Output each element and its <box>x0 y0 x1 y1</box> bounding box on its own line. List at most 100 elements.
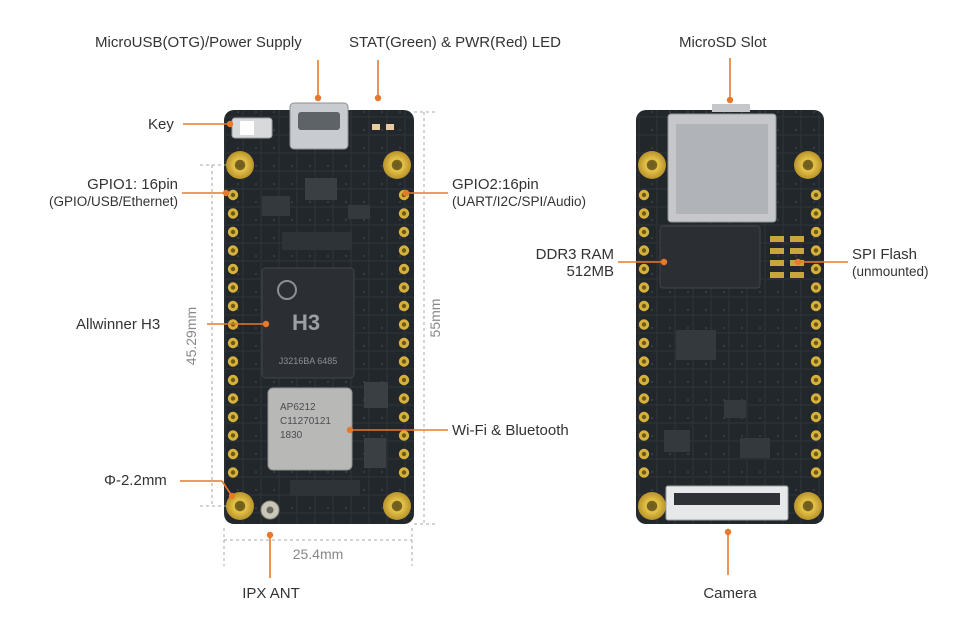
ddr3-chip <box>659 225 761 289</box>
label-camera: Camera <box>703 585 757 602</box>
label-microsd: MicroSD Slot <box>679 34 767 51</box>
header-pin-hole <box>641 303 647 309</box>
header-pin-hole <box>401 211 407 216</box>
header-pin-hole <box>230 470 236 475</box>
header-pin-hole <box>641 266 647 272</box>
spi-pad <box>790 272 804 278</box>
header-pin-hole <box>401 322 407 327</box>
label-gpio1-title: GPIO1: 16pin <box>87 176 178 193</box>
header-pin-hole <box>641 396 647 401</box>
back-hole-br <box>794 492 822 520</box>
header-pin-hole <box>401 303 407 309</box>
header-pin-hole <box>813 266 819 272</box>
dim-height: 55mm <box>427 299 443 338</box>
header-pin-hole <box>641 470 647 475</box>
header-pin-hole <box>813 359 819 364</box>
header-pin-hole <box>813 192 819 198</box>
header-pin-hole <box>641 192 647 198</box>
leader-dots <box>222 94 802 539</box>
label-hole: Φ-2.2mm <box>104 472 167 489</box>
back-hole-tl <box>638 151 666 179</box>
header-pin-hole <box>641 248 647 253</box>
label-spi: SPI Flash (unmounted) <box>852 246 929 280</box>
label-spi-sub: (unmounted) <box>852 264 929 279</box>
header-pin-hole <box>813 414 819 420</box>
label-microusb: MicroUSB(OTG)/Power Supply <box>95 34 302 51</box>
pwr-led <box>386 124 394 130</box>
header-pin-hole <box>230 211 236 216</box>
header-pin-hole <box>813 303 819 309</box>
header-pin-hole <box>813 470 819 475</box>
header-pin-hole <box>813 285 819 290</box>
header-pin-hole <box>641 285 647 290</box>
header-pin-hole <box>401 396 407 401</box>
header-pin-hole <box>401 248 407 253</box>
spi-pad <box>790 236 804 242</box>
label-gpio2: GPIO2:16pin (UART/I2C/SPI/Audio) <box>452 176 586 210</box>
leader-lines <box>180 58 848 578</box>
spi-pad <box>770 272 784 278</box>
front-board: H3 J3216BA 6485 AP6212 C11270121 1830 <box>224 102 414 524</box>
header-pin-hole <box>230 340 236 346</box>
spi-pad <box>790 248 804 254</box>
header-pin-hole <box>230 248 236 253</box>
header-pin-hole <box>230 285 236 290</box>
header-pin-hole <box>813 322 819 327</box>
spi-pad <box>770 248 784 254</box>
back-pins-right <box>810 189 822 478</box>
wifi-line3: 1830 <box>280 430 303 441</box>
header-pin-hole <box>813 340 819 346</box>
header-pin-hole <box>401 433 407 438</box>
header-pin-hole <box>641 211 647 216</box>
header-pin-hole <box>401 451 407 457</box>
header-pin-hole <box>230 433 236 438</box>
front-hole-tr <box>383 151 411 179</box>
header-pin-hole <box>230 303 236 309</box>
header-pin-hole <box>401 359 407 364</box>
header-pin-hole <box>230 451 236 457</box>
header-pin-hole <box>230 192 236 198</box>
back-pins-left <box>638 189 650 478</box>
back-hole-bl <box>638 492 666 520</box>
header-pin-hole <box>813 377 819 383</box>
label-allwinner: Allwinner H3 <box>76 316 161 333</box>
wifi-line1: AP6212 <box>280 402 316 413</box>
header-pin-hole <box>813 451 819 457</box>
label-ddr3-sub: 512MB <box>566 263 614 280</box>
header-pin-hole <box>401 266 407 272</box>
header-pin-hole <box>813 229 819 235</box>
header-pin-hole <box>230 359 236 364</box>
label-ipx: IPX ANT <box>242 585 300 602</box>
label-ddr3: DDR3 RAM 512MB <box>520 246 614 280</box>
dimension-lines <box>200 111 436 566</box>
header-pin-hole <box>230 266 236 272</box>
header-pin-hole <box>641 340 647 346</box>
header-pin-hole <box>230 229 236 235</box>
header-pin-hole <box>813 396 819 401</box>
dim-width: 25.4mm <box>292 546 344 562</box>
label-key: Key <box>148 116 174 133</box>
header-pin-hole <box>641 322 647 327</box>
header-pin-hole <box>230 414 236 420</box>
label-gpio2-title: GPIO2:16pin <box>452 176 539 193</box>
header-pin-hole <box>401 285 407 290</box>
wifi-line2: C11270121 <box>280 416 331 427</box>
header-pin-hole <box>401 470 407 475</box>
header-pin-hole <box>401 340 407 346</box>
header-pin-hole <box>641 229 647 235</box>
stat-led <box>372 124 380 130</box>
header-pin-hole <box>641 451 647 457</box>
header-pin-hole <box>641 359 647 364</box>
header-pin-hole <box>641 414 647 420</box>
header-pin-hole <box>401 414 407 420</box>
header-pin-hole <box>401 377 407 383</box>
header-pin-hole <box>813 211 819 216</box>
gpio2-pins <box>398 189 410 478</box>
label-ddr3-title: DDR3 RAM <box>535 246 614 263</box>
back-board <box>636 104 824 524</box>
front-hole-tl <box>226 151 254 179</box>
spi-pad <box>770 260 784 266</box>
label-spi-title: SPI Flash <box>852 246 918 263</box>
